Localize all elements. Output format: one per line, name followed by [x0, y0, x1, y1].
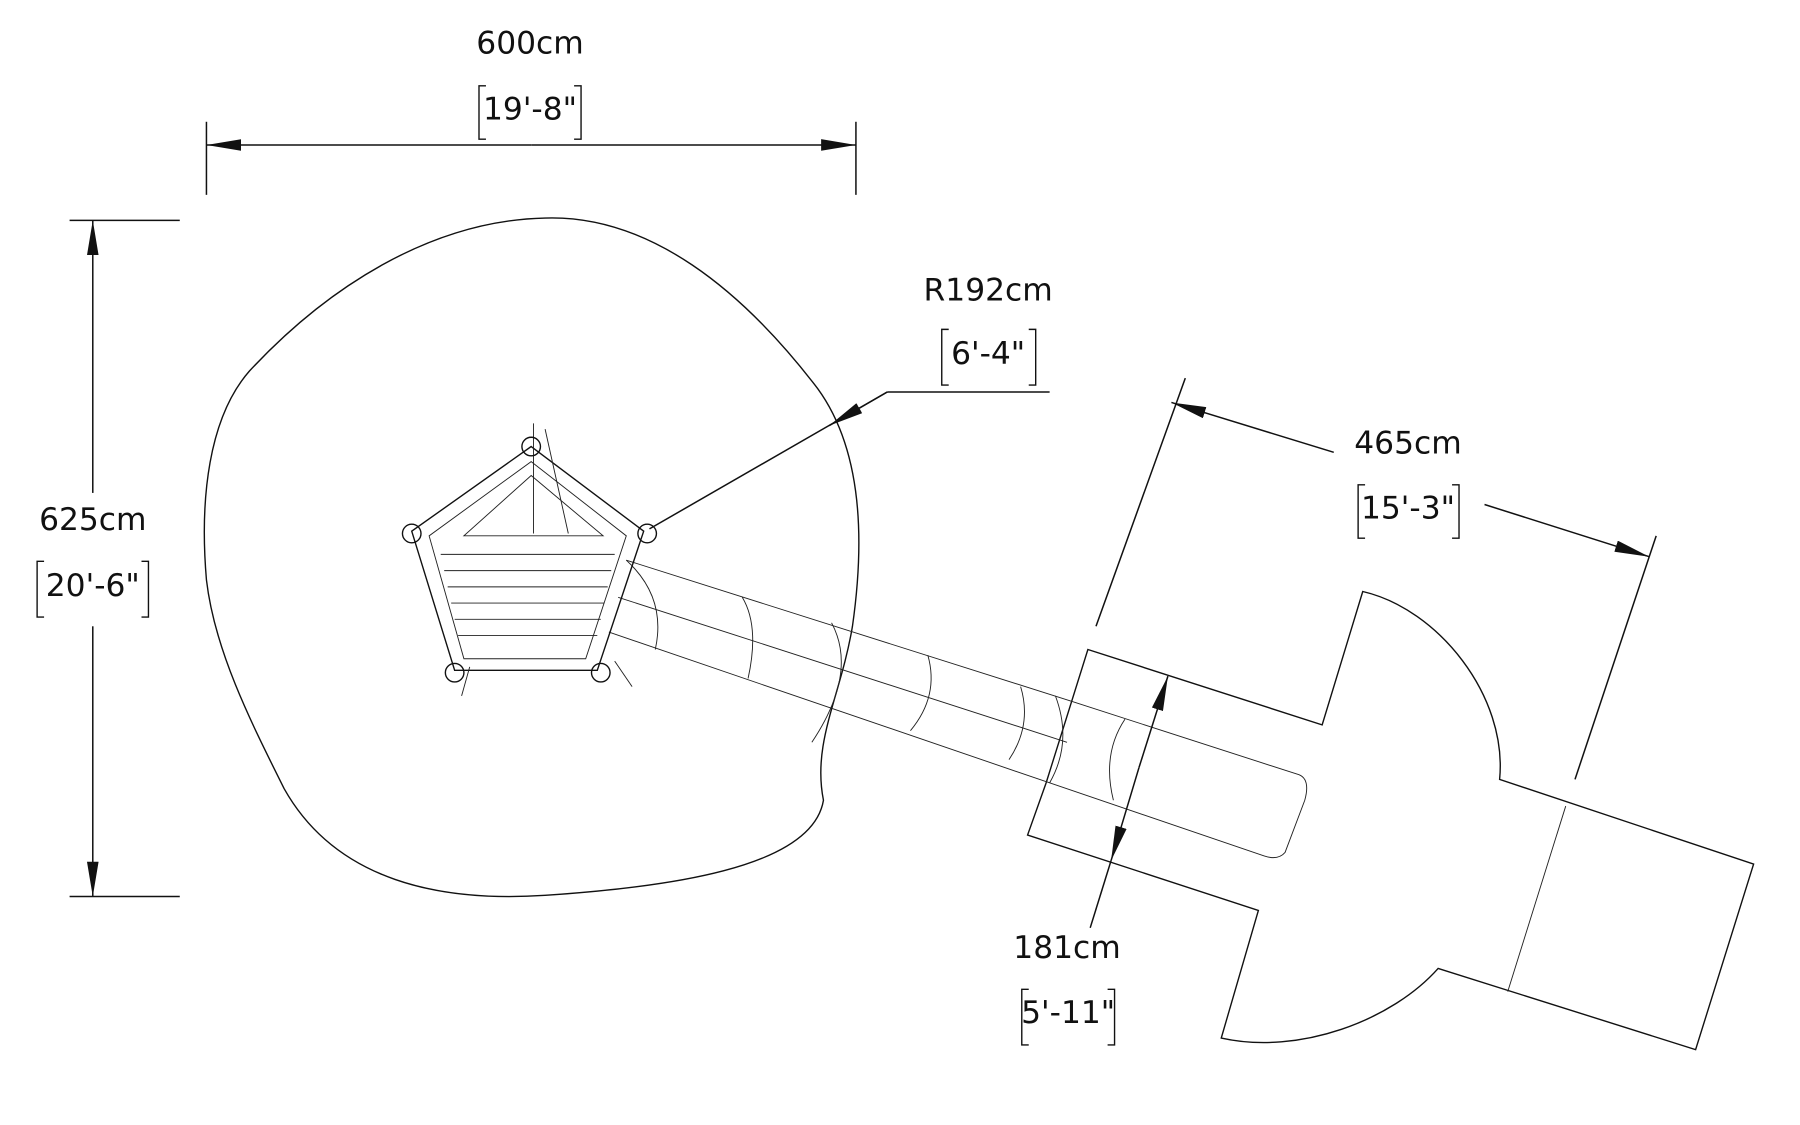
slide-zone-width-metric-label: 181cm — [1013, 930, 1120, 966]
slide-zone-outline — [1026, 590, 1755, 1051]
slide-zone-width-imperial-label: 5'-11" — [1021, 995, 1115, 1031]
post-cap — [521, 436, 542, 457]
slide-zone-length-metric-label: 465cm — [1354, 425, 1461, 461]
depth-dimension: 625cm 20'-6" — [23, 219, 180, 898]
slide-zone-width-dimension: 181cm 5'-11" — [1013, 675, 1169, 1046]
post-cap — [590, 662, 611, 683]
width-imperial-label: 19'-8" — [483, 91, 577, 127]
radius-imperial-label: 6'-4" — [951, 336, 1025, 372]
post-cap — [444, 662, 465, 683]
post-cap — [637, 523, 658, 544]
slide — [608, 559, 1308, 859]
safety-zone-outline — [203, 217, 860, 898]
play-tower — [401, 423, 658, 697]
radius-dimension: R192cm 6'-4" — [649, 272, 1053, 530]
slide-zone-length-imperial-label: 15'-3" — [1361, 490, 1455, 526]
slide-zone-length-dimension: 465cm 15'-3" — [1095, 377, 1657, 780]
radius-metric-label: R192cm — [924, 272, 1053, 308]
width-dimension: 600cm 19'-8" — [205, 25, 857, 195]
depth-metric-label: 625cm — [39, 502, 146, 538]
width-metric-label: 600cm — [476, 25, 583, 61]
slide-zone-divider — [1507, 805, 1567, 992]
depth-imperial-label: 20'-6" — [46, 568, 140, 604]
post-cap — [401, 523, 422, 544]
